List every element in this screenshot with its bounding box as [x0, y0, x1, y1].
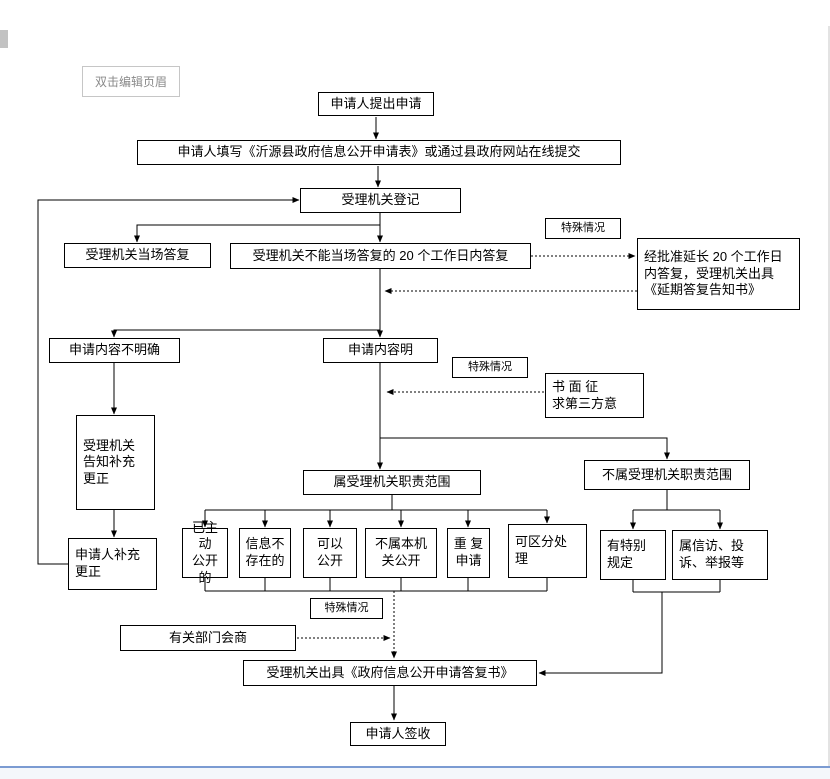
node-applicant-submit: 申请人提出申请: [318, 92, 434, 116]
page-margin-marker: [0, 30, 8, 48]
connector-line: [111, 269, 381, 338]
node-extension-notice: 经批准延长 20 个工作日 内答复，受理机关出具 《延期答复告知书》: [637, 238, 800, 310]
node-notify-supplement: 受理机关 告知补充 更正: [76, 415, 155, 510]
node-out-of-scope: 不属受理机关职责范围: [584, 460, 750, 490]
node-reply-document: 受理机关出具《政府信息公开申请答复书》: [243, 660, 537, 686]
node-petition-complaint: 属信访、投 诉、举报等: [672, 530, 768, 580]
node-not-this-organ: 不属本机 关公开: [365, 528, 437, 578]
node-special-provision: 有特别 规定: [600, 530, 666, 580]
label-special-case-1: 特殊情况: [545, 218, 621, 239]
node-in-scope: 属受理机关职责范围: [303, 470, 481, 495]
node-content-clear: 申请内容明: [323, 338, 438, 363]
label-special-case-3: 特殊情况: [310, 598, 383, 619]
node-register: 受理机关登记: [300, 188, 461, 213]
node-dept-consultation: 有关部门会商: [120, 625, 296, 651]
node-onsite-reply: 受理机关当场答复: [64, 243, 211, 268]
header-edit-hint[interactable]: 双击编辑页眉: [82, 66, 180, 97]
connector-line: [134, 213, 381, 243]
node-info-not-exist: 信息不 存在的: [239, 528, 291, 578]
scrollbar-track[interactable]: [0, 768, 830, 779]
node-already-published: 已主动 公开的: [182, 520, 228, 585]
connector-line: [538, 592, 663, 676]
node-applicant-sign: 申请人签收: [350, 722, 446, 746]
connector-line: [37, 197, 300, 565]
window-border-bottom: [0, 766, 830, 768]
node-applicant-supplement: 申请人补充 更正: [68, 538, 157, 590]
node-content-unclear: 申请内容不明确: [49, 338, 180, 363]
node-reply-within-20days: 受理机关不能当场答复的 20 个工作日内答复: [230, 243, 531, 269]
node-can-publish: 可以 公开: [303, 528, 357, 578]
solid-connectors: [37, 117, 723, 721]
label-special-case-2: 特殊情况: [452, 357, 528, 378]
dotted-connectors: [297, 253, 637, 659]
node-repeat-application: 重 复 申请: [447, 528, 490, 578]
page-right-edge: [828, 26, 830, 766]
node-separable-handling: 可区分处 理: [508, 524, 587, 578]
node-written-third-party: 书 面 征 求第三方意: [545, 373, 644, 418]
node-fill-form: 申请人填写《沂源县政府信息公开申请表》或通过县政府网站在线提交: [137, 140, 621, 165]
connector-line: [380, 437, 670, 460]
